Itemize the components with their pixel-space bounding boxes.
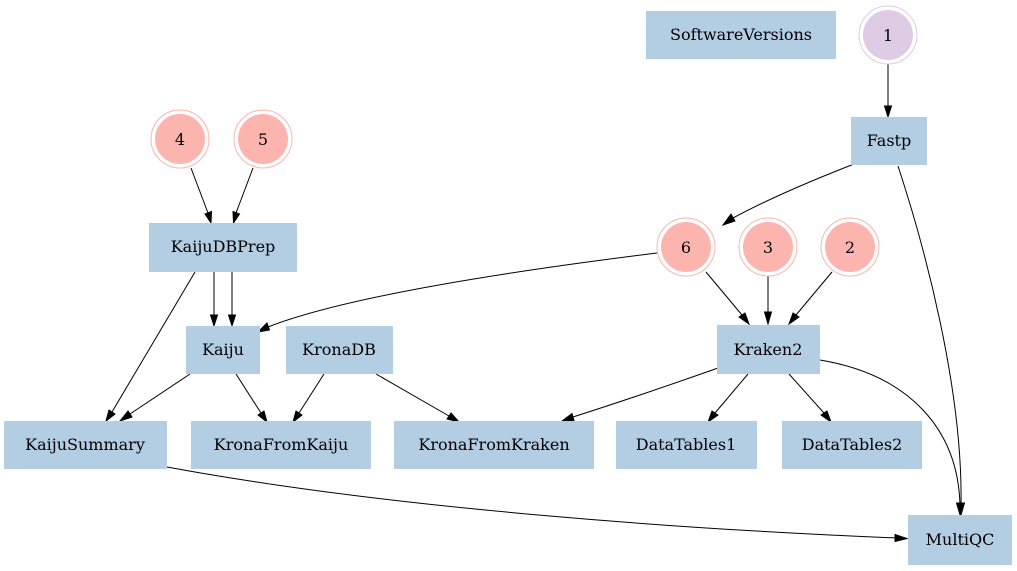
node-circle [743,222,793,272]
node-kaiju[interactable]: Kaiju [186,326,260,374]
node-label: Kraken2 [734,340,803,359]
node-kaiju-summary[interactable]: KaijuSummary [4,421,167,469]
node-krona-from-kaiju[interactable]: KronaFromKaiju [191,421,371,469]
node-ring [233,109,293,169]
node-label: KaijuDBPrep [171,237,276,256]
edge-6-kaiju [256,252,658,333]
edge-kaijudbprep-kaijusummary [105,271,196,423]
node-ring [858,5,918,65]
node-label: 4 [175,130,185,149]
node-label: DataTables2 [802,435,903,454]
node-box [908,515,1012,565]
node-kaiju-db-prep[interactable]: KaijuDBPrep [149,223,297,272]
edge-kraken2-multiqc [819,359,965,517]
node-label: KronaFromKaiju [214,435,349,454]
node-label: SoftwareVersions [670,25,812,44]
node-input-6[interactable]: 6 [656,217,716,277]
node-fastp[interactable]: Fastp [851,117,927,165]
node-box [191,421,371,469]
node-label: DataTables1 [636,435,737,454]
node-input-3[interactable]: 3 [738,217,798,277]
node-label: KaijuSummary [25,435,145,454]
node-input-4[interactable]: 4 [150,109,210,169]
node-box [782,421,922,469]
node-label: 6 [681,238,691,257]
node-label: KronaDB [302,340,376,359]
edge-6-kraken2 [705,271,751,326]
node-box [646,11,836,59]
edge-kaijudbprep-kaiju-a [209,272,219,328]
edge-1-fastp [883,64,893,119]
edge-kaiju-kaijusummary [118,373,191,423]
edge-3-kraken2 [763,276,773,326]
node-box [851,117,927,165]
node-ring [820,217,880,277]
node-input-2[interactable]: 2 [820,217,880,277]
edge-kaijudbprep-kaiju-b [227,272,237,328]
edge-kaijusummary-multiqc [166,466,909,543]
node-input-5[interactable]: 5 [233,109,293,169]
edge-kraken2-datatables2 [788,373,833,424]
edge-5-kaijudbprep [232,167,254,225]
node-ring [738,217,798,277]
edge-kraken2-kronafromkraken [560,367,719,422]
node-data-tables1[interactable]: DataTables1 [616,421,757,469]
node-krona-from-kraken[interactable]: KronaFromKraken [394,421,594,469]
node-label: KronaFromKraken [418,435,569,454]
node-ring [656,217,716,277]
edge-kronadb-kronafromkraken [375,373,461,423]
node-label: 5 [258,130,268,149]
nodes: SoftwareVersions 1 Fastp 4 5 KaijuDBPre [4,5,1012,565]
node-data-tables2[interactable]: DataTables2 [782,421,922,469]
edge-kronadb-kronafromkaiju [292,373,325,424]
node-circle [661,222,711,272]
edge-fastp-6 [721,158,868,226]
edge-4-kaijudbprep [190,167,213,225]
node-input-1[interactable]: 1 [858,5,918,65]
node-circle [238,114,288,164]
edge-kraken2-datatables1 [706,373,749,424]
node-box [149,223,297,272]
node-box [286,326,393,374]
node-label: Fastp [867,131,911,150]
node-label: Kaiju [202,340,244,359]
node-label: 3 [763,238,773,257]
edges [105,64,966,543]
node-circle [863,10,913,60]
node-multiqc[interactable]: MultiQC [908,515,1012,565]
node-box [4,421,167,469]
node-circle [155,114,205,164]
edge-2-kraken2 [787,271,833,326]
node-ring [150,109,210,169]
node-label: MultiQC [926,530,995,549]
node-kraken2[interactable]: Kraken2 [717,325,820,374]
node-label: 1 [883,26,893,45]
edge-kaiju-kronafromkaiju [235,373,268,424]
node-label: 2 [845,238,855,257]
node-box [717,325,820,374]
node-circle [825,222,875,272]
node-software-versions[interactable]: SoftwareVersions [646,11,836,59]
node-krona-db[interactable]: KronaDB [286,326,393,374]
node-box [186,326,260,374]
node-box [394,421,594,469]
node-box [616,421,757,469]
